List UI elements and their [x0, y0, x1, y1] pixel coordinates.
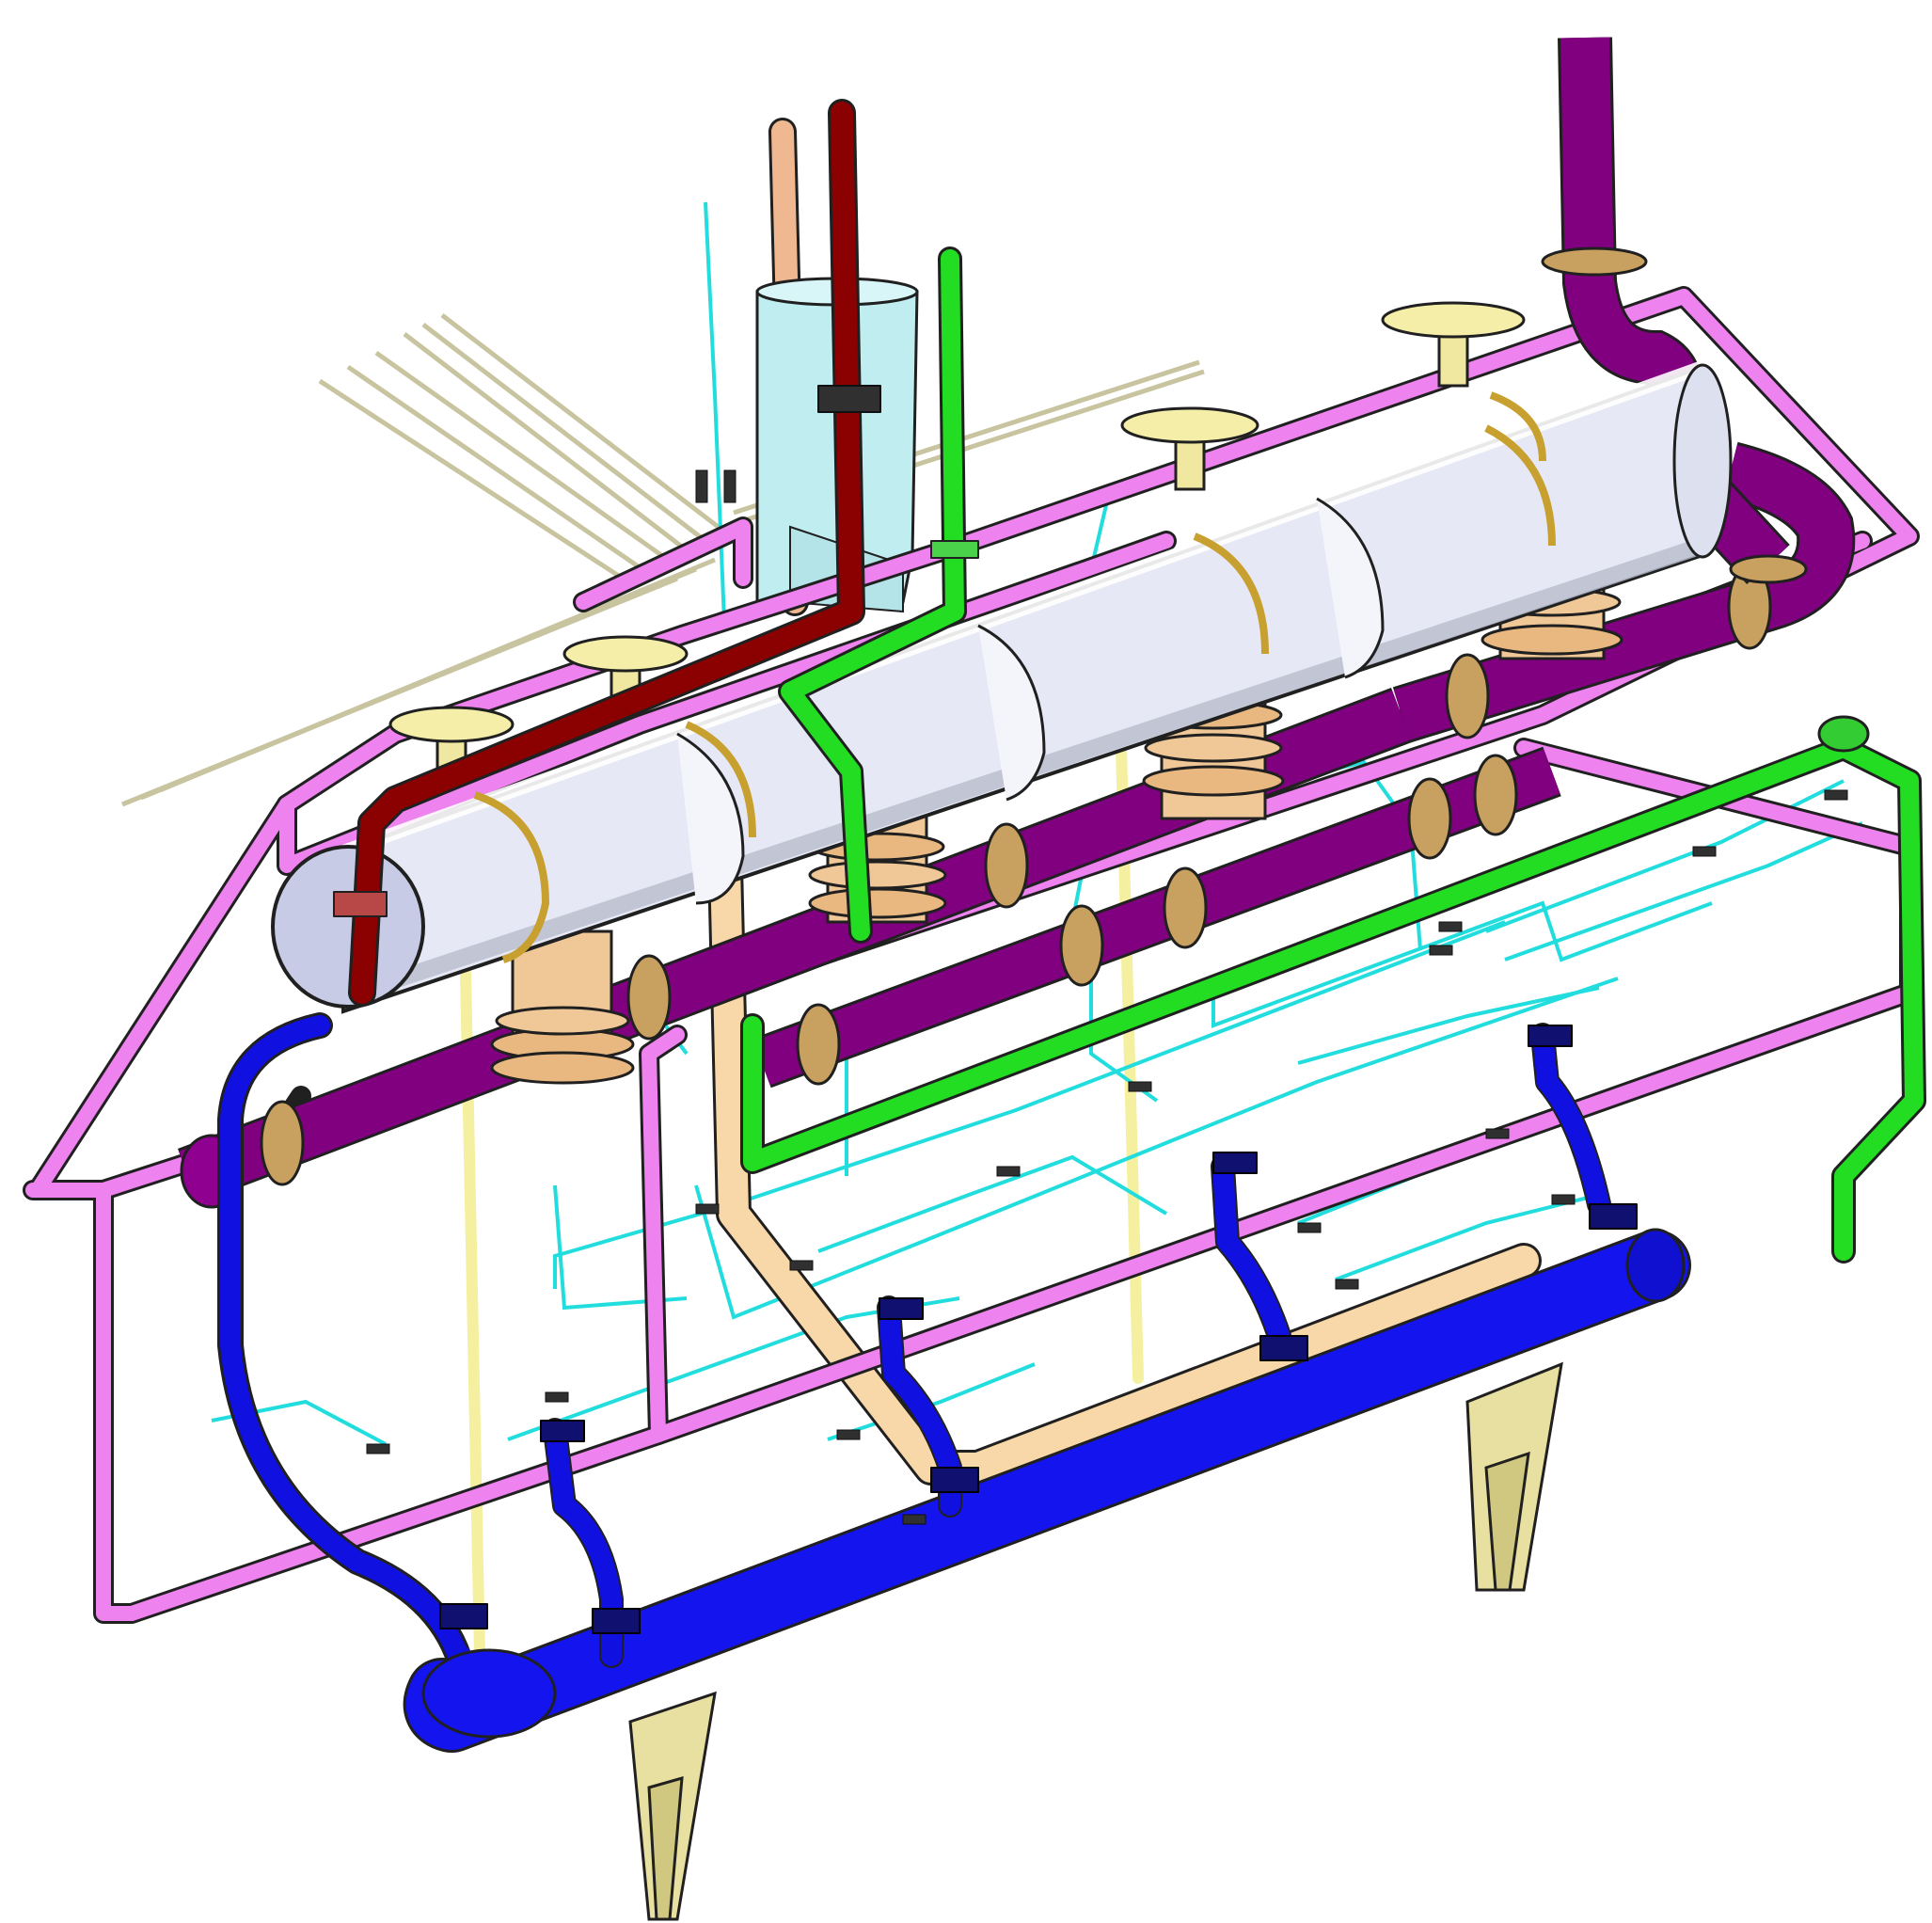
red-pipe [333, 99, 881, 1007]
support-leg-left [628, 1691, 717, 1921]
purple-pipe-lower [752, 746, 1561, 1089]
instrument-fittings [366, 469, 1848, 1525]
flange-stack-1 [490, 930, 635, 1085]
vessel-clamp-rings [473, 391, 1556, 963]
nozzle-3 [1120, 406, 1259, 491]
support-leg-right [1465, 1361, 1563, 1592]
green-pipe [740, 246, 1926, 1263]
blue-drain-header [217, 1012, 1691, 1753]
lower-pipe-flanges [796, 754, 1518, 1086]
vessel-bands [676, 497, 1385, 905]
blue-valve-bodies [439, 1025, 1638, 1634]
vessel-nozzles [388, 301, 1526, 778]
nozzle-4 [1381, 301, 1526, 388]
main-cylindrical-vessel [271, 360, 1733, 1014]
vessel-end-cap [271, 845, 425, 1009]
